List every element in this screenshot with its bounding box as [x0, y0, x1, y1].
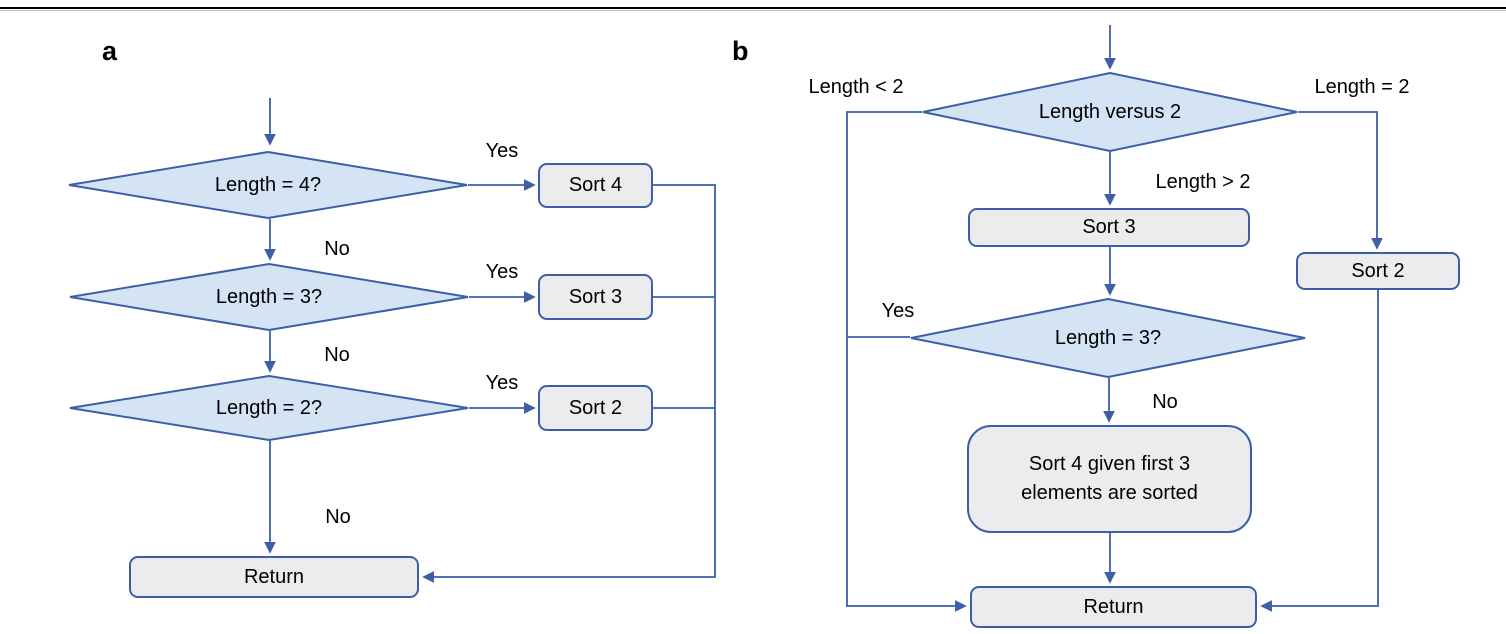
edge-label-yes-3: Yes — [485, 372, 519, 394]
process-return-a: Return — [129, 556, 419, 598]
edge-label-length-gt-2: Length > 2 — [1155, 171, 1251, 193]
diamond-shape — [922, 72, 1298, 152]
panel-b-letter: b — [732, 36, 749, 66]
process-return-b: Return — [970, 586, 1257, 628]
decision-length-equals-3-a: Length = 3? — [69, 263, 469, 331]
top-rule-shadow — [0, 10, 1506, 11]
diamond-shape — [68, 151, 468, 219]
decision-length-versus-2: Length versus 2 — [922, 72, 1298, 152]
process-label: Sort 4 given first 3 elements are sorted — [1021, 453, 1198, 504]
decision-label: Length = 2? — [215, 396, 323, 419]
process-label: Sort 2 — [1351, 259, 1405, 282]
process-sort-2-b: Sort 2 — [1296, 252, 1460, 290]
process-label: Sort 3 — [1082, 216, 1136, 238]
decision-label: Length versus 2 — [1038, 100, 1182, 123]
edge-label-no-3: No — [325, 506, 351, 528]
decision-length-equals-4: Length = 4? — [68, 151, 468, 219]
decision-label: Length = 3? — [1054, 326, 1162, 349]
decision-label: Length = 4? — [214, 173, 322, 196]
diamond-shape — [69, 375, 469, 441]
edge-label-no-b: No — [1152, 391, 1178, 413]
decision-label: Length = 3? — [215, 285, 323, 308]
edge-label-length-eq-2: Length = 2 — [1314, 76, 1410, 98]
process-sort-4-a: Sort 4 — [538, 163, 653, 208]
process-label: Sort 3 — [568, 285, 623, 308]
process-sort-2-a: Sort 2 — [538, 385, 653, 431]
edge-label-length-lt-2: Length < 2 — [808, 76, 904, 98]
edge-label-yes-b: Yes — [881, 300, 915, 322]
process-label: Sort 2 — [568, 396, 623, 419]
panel-a-letter: a — [102, 36, 118, 66]
diamond-shape — [69, 263, 469, 331]
process-label: Return — [1083, 595, 1144, 618]
process-sort-3-b: Sort 3 — [968, 208, 1250, 247]
process-label: Return — [243, 565, 305, 588]
edge-label-no-1: No — [324, 238, 350, 260]
process-label: Sort 4 — [568, 174, 623, 196]
edge-label-no-2: No — [324, 344, 350, 366]
top-rule — [0, 7, 1506, 9]
decision-length-equals-2: Length = 2? — [69, 375, 469, 441]
process-sort-4-given-first-3: Sort 4 given first 3 elements are sorted — [967, 425, 1252, 533]
decision-length-equals-3-b: Length = 3? — [910, 298, 1306, 378]
edge-label-yes-1: Yes — [485, 140, 519, 162]
diamond-shape — [910, 298, 1306, 378]
edge-label-yes-2: Yes — [485, 261, 519, 283]
process-sort-3-a: Sort 3 — [538, 274, 653, 320]
